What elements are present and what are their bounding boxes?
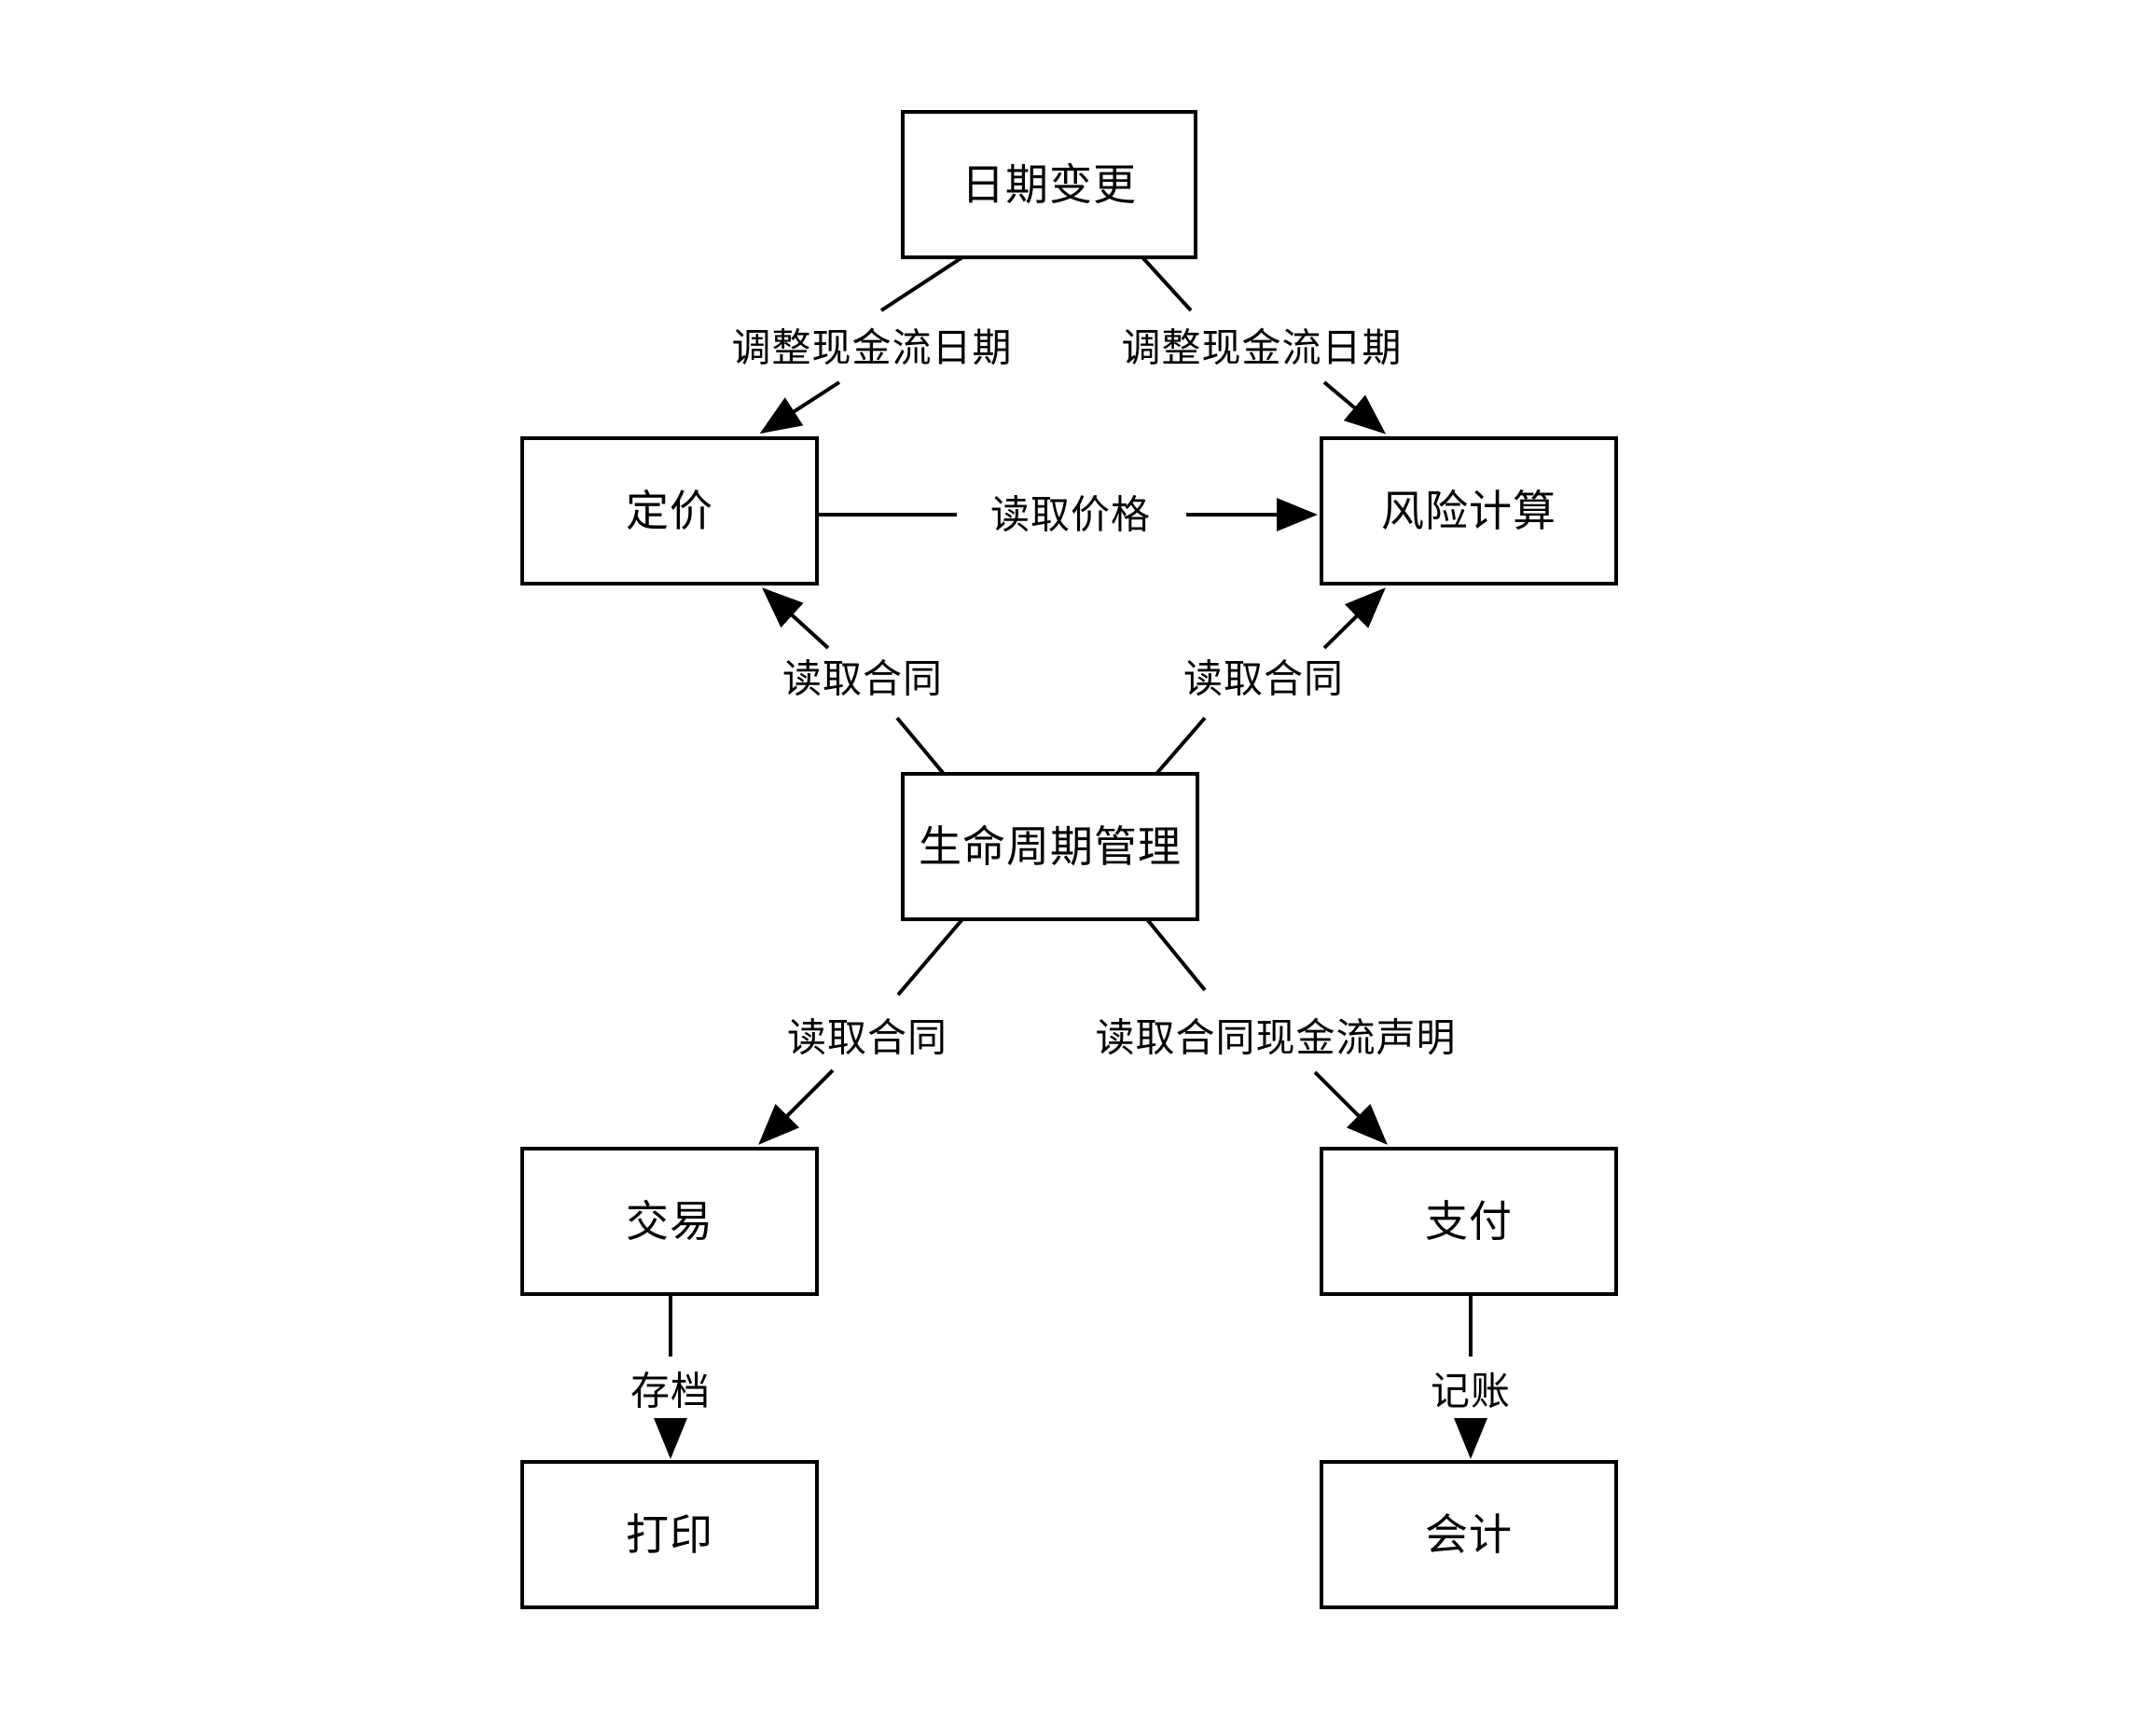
node-label-print: 打印 — [626, 1509, 713, 1560]
node-label-transaction: 交易 — [626, 1196, 713, 1247]
node-label-date-change: 日期变更 — [961, 159, 1137, 210]
node-label-accounting: 会计 — [1425, 1509, 1513, 1560]
edge-line-segment — [758, 1068, 835, 1145]
edge-lifecycle-to-pricing: 读取合同 — [762, 587, 946, 776]
edge-transaction-to-print: 存档 — [630, 1294, 711, 1459]
edge-lifecycle-to-transaction: 读取合同 — [758, 917, 964, 1145]
edge-label-read-contract-transaction: 读取合同 — [787, 1015, 947, 1061]
edge-label-read-contract-risk: 读取合同 — [1183, 656, 1344, 702]
node-transaction[interactable]: 交易 — [520, 1147, 819, 1296]
node-print[interactable]: 打印 — [520, 1460, 819, 1609]
edge-line-segment — [1322, 380, 1387, 434]
node-label-lifecycle-management: 生命周期管理 — [919, 821, 1182, 872]
node-pricing[interactable]: 定价 — [520, 436, 819, 586]
edge-label-read-contract-cashflow-statement: 读取合同现金流声明 — [1095, 1015, 1456, 1061]
node-box[interactable] — [1320, 1147, 1618, 1296]
node-risk-calculation[interactable]: 风险计算 — [1320, 436, 1618, 586]
edge-label-adjust-cashflow-date-right: 调整现金流日期 — [1121, 325, 1402, 371]
edge-line-segment — [762, 587, 830, 650]
node-box[interactable] — [901, 110, 1197, 259]
edge-line-segment — [879, 255, 964, 312]
node-lifecycle-management[interactable]: 生命周期管理 — [901, 772, 1199, 921]
node-box[interactable] — [520, 1460, 819, 1609]
edge-label-bookkeeping: 记账 — [1431, 1369, 1511, 1414]
edge-line-segment — [759, 380, 841, 434]
edge-label-read-price: 读取价格 — [990, 492, 1151, 538]
node-label-risk-calculation: 风险计算 — [1381, 486, 1556, 536]
node-box[interactable] — [520, 436, 819, 586]
edge-line-segment — [1313, 1070, 1388, 1145]
node-label-payment: 支付 — [1425, 1196, 1513, 1247]
edge-pricing-to-risk-calculation: 读取价格 — [817, 492, 1318, 538]
edge-line-segment — [895, 716, 946, 776]
edge-line-segment — [896, 917, 964, 997]
edge-line-segment — [1141, 255, 1193, 312]
node-box[interactable] — [901, 772, 1199, 921]
node-payment[interactable]: 支付 — [1320, 1147, 1618, 1296]
edge-date-change-to-risk-calculation: 调整现金流日期 — [1121, 255, 1402, 434]
node-box[interactable] — [520, 1147, 819, 1296]
edge-line-segment — [1155, 716, 1207, 776]
node-label-pricing: 定价 — [626, 486, 713, 536]
node-box[interactable] — [1320, 436, 1618, 586]
edge-label-adjust-cashflow-date-left: 调整现金流日期 — [731, 325, 1012, 371]
node-date-change[interactable]: 日期变更 — [901, 110, 1197, 259]
edge-line-segment — [1322, 587, 1386, 650]
edge-lifecycle-to-risk-calculation: 读取合同 — [1155, 587, 1386, 776]
edge-payment-to-accounting: 记账 — [1431, 1294, 1511, 1459]
node-box[interactable] — [1320, 1460, 1618, 1609]
edge-lifecycle-to-payment: 读取合同现金流声明 — [1095, 917, 1456, 1145]
edge-label-read-contract-pricing: 读取合同 — [782, 656, 943, 702]
edge-line-segment — [1145, 917, 1207, 992]
node-accounting[interactable]: 会计 — [1320, 1460, 1618, 1609]
edge-date-change-to-pricing: 调整现金流日期 — [731, 255, 1012, 434]
edge-label-archive: 存档 — [630, 1369, 711, 1414]
